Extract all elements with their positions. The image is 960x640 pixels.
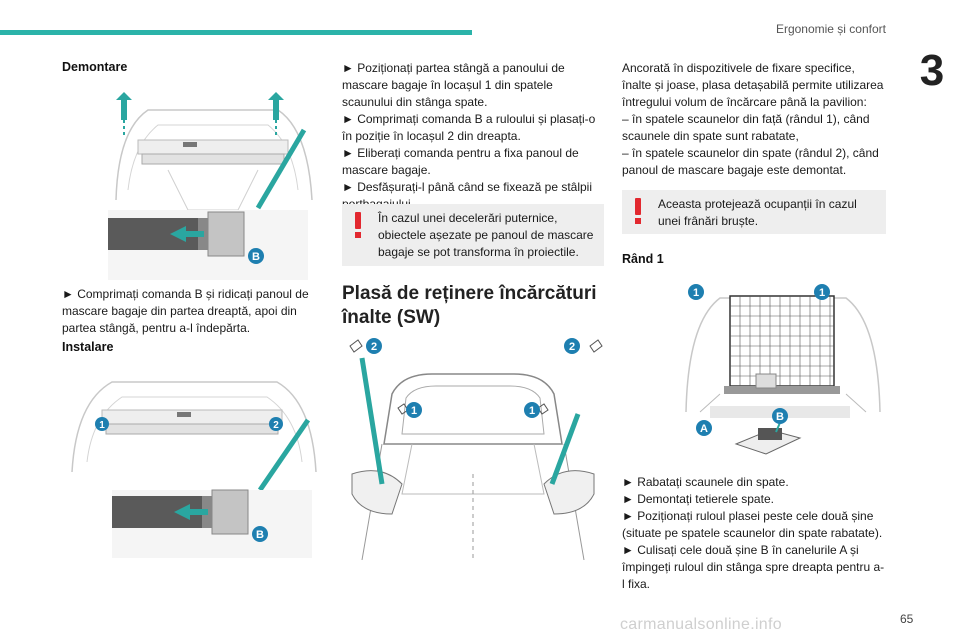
heading-instalare: Instalare <box>62 340 114 354</box>
fig2-label-b: B <box>256 529 264 541</box>
col2-step-2: ► Comprimați comanda B a ruloului și pla… <box>342 112 596 143</box>
page-number: 65 <box>900 612 914 626</box>
fig4-label-1-left: 1 <box>693 287 699 299</box>
section-title-plasa: Plasă de reținere încărcături înalte (SW… <box>342 283 597 328</box>
warning-icon <box>355 212 361 238</box>
col3-step-1: ► Rabatați scaunele din spate. <box>622 475 789 489</box>
fig4-label-b: B <box>776 411 784 423</box>
figure-plasa: 2 2 1 1 <box>342 334 604 560</box>
fig4-label-1-right: 1 <box>819 287 825 299</box>
col3-intro: Ancorată în dispozitivele de fixare spec… <box>622 61 884 109</box>
col3-intro-block: Ancorată în dispozitivele de fixare spec… <box>622 60 886 179</box>
text-demontare: ► Comprimați comanda B și ridicați panou… <box>62 287 309 335</box>
fig2-label-1: 1 <box>99 420 105 431</box>
fig2-label-2: 2 <box>273 420 279 431</box>
fig3-label-2-left: 2 <box>371 341 377 353</box>
col3-item-1: – în spatele scaunelor din față (rândul … <box>622 112 870 143</box>
chapter-number: 3 <box>919 46 945 95</box>
col2-step-1: ► Poziționați partea stângă a panoului d… <box>342 61 565 109</box>
chapter-title: Ergonomie și confort <box>775 22 886 36</box>
heading-demontare: Demontare <box>62 60 128 74</box>
figure-demontare: B <box>108 90 318 280</box>
warning-icon <box>635 198 641 224</box>
warning-text-col3: Aceasta protejează ocupanții în cazul un… <box>658 197 857 228</box>
col3-step-4: ► Culisați cele două șine B în caneluril… <box>622 543 885 591</box>
col3-steps: ► Rabatați scaunele din spate. ► Demonta… <box>622 474 886 593</box>
fig1-label-b: B <box>252 251 260 263</box>
fig3-label-1-left: 1 <box>411 405 417 417</box>
figure-instalare: 1 2 B <box>62 362 324 558</box>
fig4-label-a: A <box>700 423 708 435</box>
fig3-label-1-right: 1 <box>529 405 535 417</box>
warning-text-col2: În cazul unei decelerări puternice, obie… <box>378 211 594 259</box>
warning-box-col3: Aceasta protejează ocupanții în cazul un… <box>622 190 886 234</box>
watermark: carmanualsonline.info <box>620 616 782 633</box>
col2-steps: ► Poziționați partea stângă a panoului d… <box>342 60 604 213</box>
warning-box-col2: În cazul unei decelerări puternice, obie… <box>342 204 604 266</box>
fig3-label-2-right: 2 <box>569 341 575 353</box>
col3-item-2: – în spatele scaunelor din spate (rândul… <box>622 146 879 177</box>
col2-step-3: ► Eliberați comanda pentru a fixa panoul… <box>342 146 579 177</box>
header-accent-bar <box>0 30 472 35</box>
col3-step-3: ► Poziționați ruloul plasei peste cele d… <box>622 509 883 540</box>
col3-step-2: ► Demontați tetierele spate. <box>622 492 774 506</box>
heading-rand-1: Rând 1 <box>622 252 664 266</box>
figure-rand-1: 1 1 B A <box>680 282 886 468</box>
